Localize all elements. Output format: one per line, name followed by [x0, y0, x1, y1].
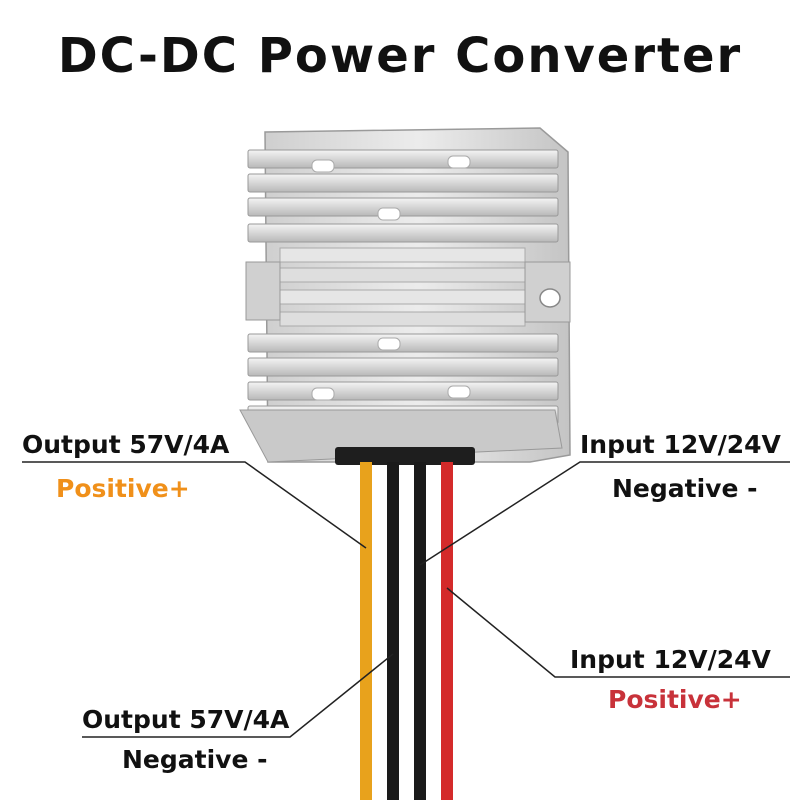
- leader-output-positive: [22, 461, 367, 549]
- label-output-negative: Output 57V/4A Negative -: [82, 705, 289, 775]
- label-output-positive: Output 57V/4A Positive+: [22, 430, 229, 504]
- housing-base: [239, 409, 563, 463]
- label-input-positive: Input 12V/24V Positive+: [570, 645, 771, 715]
- label-output-negative-polarity: Negative -: [122, 745, 268, 774]
- label-output-positive-spec: Output 57V/4A: [22, 430, 230, 459]
- label-input-negative-polarity: Negative -: [612, 474, 758, 503]
- label-input-negative: Input 12V/24V Negative -: [580, 430, 781, 504]
- fin-bolts: [311, 155, 471, 401]
- label-output-negative-spec: Output 57V/4A: [82, 705, 290, 734]
- mounting-hole-right: [539, 288, 561, 308]
- leader-lines: [22, 461, 790, 738]
- converter-housing: [239, 127, 571, 463]
- cable-grommet: [335, 447, 475, 465]
- wires: [360, 462, 453, 800]
- mounting-tab-left: [245, 261, 281, 321]
- leader-input-positive: [446, 587, 790, 678]
- label-input-positive-spec: Input 12V/24V: [570, 645, 771, 674]
- label-input-negative-spec: Input 12V/24V: [580, 430, 781, 459]
- leader-output-negative: [82, 653, 394, 738]
- label-input-positive-polarity: Positive+: [608, 685, 742, 714]
- label-output-positive-polarity: Positive+: [56, 474, 190, 503]
- leader-input-negative: [419, 461, 790, 566]
- heatsink-fins-top: [247, 149, 559, 243]
- page-title: DC-DC Power Converter: [57, 28, 743, 84]
